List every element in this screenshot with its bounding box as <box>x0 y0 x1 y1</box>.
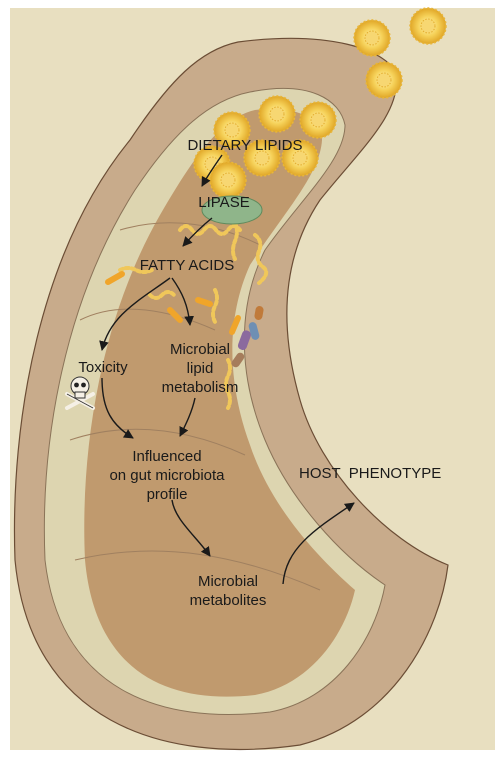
label-microbial-lipid-1: Microbial <box>170 341 230 358</box>
lipid-droplet-icon <box>259 96 295 132</box>
label-fatty-acids: FATTY ACIDS <box>140 257 234 274</box>
label-host-phenotype: HOST PHENOTYPE <box>299 465 441 482</box>
label-toxicity: Toxicity <box>78 359 128 376</box>
label-dietary-lipids: DIETARY LIPIDS <box>187 137 302 154</box>
lipid-droplet-icon <box>366 62 402 98</box>
lipid-droplet-icon <box>210 162 246 198</box>
label-microbial-lipid-2: lipid <box>187 360 214 377</box>
lipid-droplet-icon <box>410 8 446 44</box>
label-microbial-lipid-3: metabolism <box>162 379 239 396</box>
label-influenced-1: Influenced <box>132 448 201 465</box>
label-influenced-3: profile <box>147 486 188 503</box>
label-lipase: LIPASE <box>198 194 249 211</box>
label-influenced-2: on gut microbiota <box>109 467 225 484</box>
label-metabolites-2: metabolites <box>190 592 267 609</box>
label-metabolites-1: Microbial <box>198 573 258 590</box>
bacteria-icon <box>198 300 210 304</box>
lipid-droplet-icon <box>300 102 336 138</box>
lipid-droplet-icon <box>354 20 390 56</box>
